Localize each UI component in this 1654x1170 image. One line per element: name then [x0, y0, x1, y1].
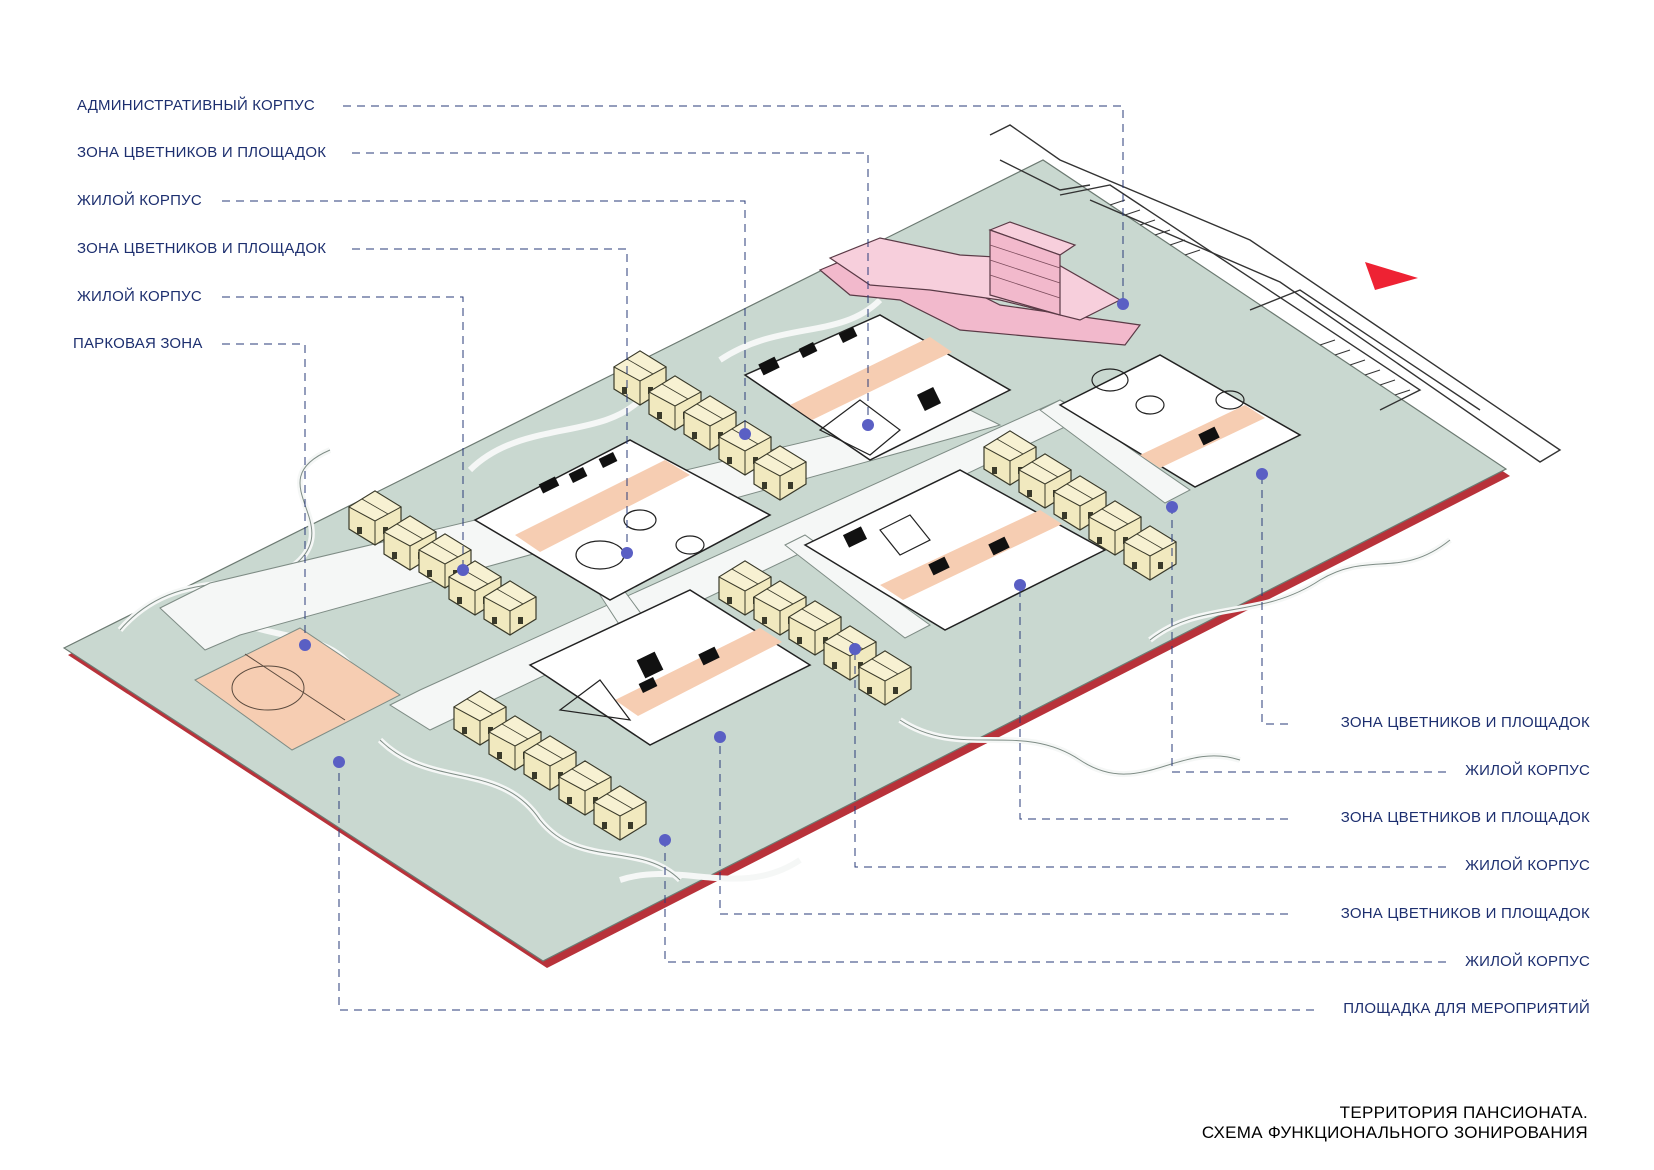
leader-line: [1019, 585, 1288, 820]
zone-marker-dot: [849, 643, 861, 655]
label-flower-garden-zone: ЗОНА ЦВЕТНИКОВ И ПЛОЩАДОК: [1340, 714, 1590, 731]
label-flower-garden-zone: ЗОНА ЦВЕТНИКОВ И ПЛОЩАДОК: [77, 144, 327, 161]
zone-marker-dot: [714, 731, 726, 743]
caption-line-2: СХЕМА ФУНКЦИОНАЛЬНОГО ЗОНИРОВАНИЯ: [1201, 1123, 1588, 1142]
entrance-road: [989, 124, 1562, 463]
leader-line: [1171, 507, 1446, 773]
leader-line: [222, 296, 464, 570]
label-flower-garden-zone: ЗОНА ЦВЕТНИКОВ И ПЛОЩАДОК: [1340, 809, 1590, 826]
label-residential-building: ЖИЛОЙ КОРПУС: [1465, 762, 1590, 779]
leader-line: [222, 343, 306, 645]
leader-line: [352, 152, 869, 425]
zone-marker-dot: [1166, 501, 1178, 513]
administrative-building: [818, 221, 1142, 346]
direction-arrow-icon: [1365, 262, 1418, 290]
label-administrative-building: АДМИНИСТРАТИВНЫЙ КОРПУС: [77, 97, 315, 114]
label-event-area: ПЛОЩАДКА ДЛЯ МЕРОПРИЯТИЙ: [1343, 1000, 1590, 1017]
zone-marker-dot: [1117, 298, 1129, 310]
label-park-zone: ПАРКОВАЯ ЗОНА: [73, 335, 203, 352]
leader-line: [343, 105, 1124, 304]
leader-line: [664, 840, 1446, 963]
leader-line: [854, 649, 1446, 868]
label-residential-building: ЖИЛОЙ КОРПУС: [1465, 953, 1590, 970]
zone-marker-dot: [299, 639, 311, 651]
zone-marker-dot: [739, 428, 751, 440]
label-flower-garden-zone: ЗОНА ЦВЕТНИКОВ И ПЛОЩАДОК: [1340, 905, 1590, 922]
leader-line: [719, 737, 1288, 915]
flower-garden-blocks: [473, 314, 1302, 746]
label-residential-building: ЖИЛОЙ КОРПУС: [1465, 857, 1590, 874]
leader-line: [222, 200, 746, 434]
leader-line: [352, 248, 628, 553]
label-residential-building: ЖИЛОЙ КОРПУС: [77, 288, 202, 305]
park-paths-outline: [119, 449, 1451, 881]
label-flower-garden-zone: ЗОНА ЦВЕТНИКОВ И ПЛОЩАДОК: [77, 240, 327, 257]
zone-marker-dot: [1014, 579, 1026, 591]
zone-marker-dot: [659, 834, 671, 846]
zone-marker-dot: [862, 419, 874, 431]
leader-lines: [222, 105, 1446, 1011]
leader-line: [338, 762, 1314, 1011]
zone-marker-dot: [1256, 468, 1268, 480]
zone-marker-dot: [333, 756, 345, 768]
zone-marker-dot: [457, 564, 469, 576]
event-plaza: [194, 627, 401, 751]
label-residential-building: ЖИЛОЙ КОРПУС: [77, 192, 202, 209]
zone-marker-dot: [621, 547, 633, 559]
zone-markers: [299, 298, 1268, 846]
site-base: [62, 159, 1510, 968]
caption-line-1: ТЕРРИТОРИЯ ПАНСИОНАТА.: [1339, 1103, 1588, 1122]
diagram-caption: ТЕРРИТОРИЯ ПАНСИОНАТА. СХЕМА ФУНКЦИОНАЛЬ…: [1202, 1103, 1588, 1143]
parking-hatch: [1109, 199, 1411, 396]
